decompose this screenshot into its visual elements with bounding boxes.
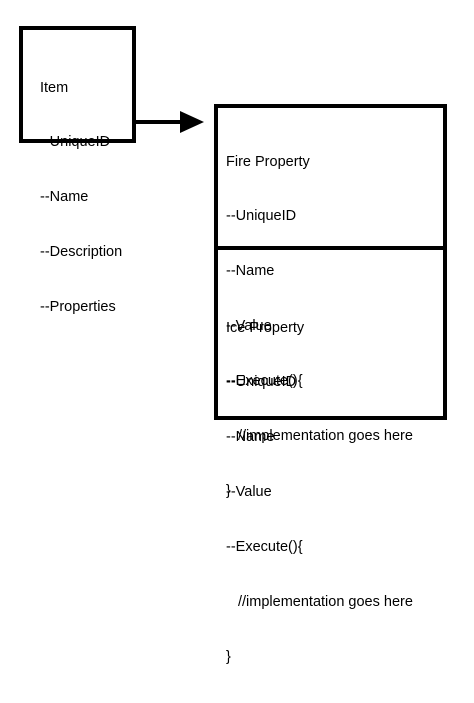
ice-field-uniqueid: --UniqueID xyxy=(226,374,297,391)
ice-field-execute: --Execute(){ xyxy=(226,539,303,556)
item-field-uniqueid: --UniqueID xyxy=(40,134,111,151)
fire-field-name: --Name xyxy=(226,263,275,280)
item-title: Item xyxy=(40,79,69,96)
ice-execute-close: } xyxy=(226,648,231,665)
fire-field-value: --Value xyxy=(226,318,272,335)
fire-field-execute: --Execute(){ xyxy=(226,373,303,390)
properties-arrow xyxy=(136,111,204,133)
item-field-properties: --Properties xyxy=(40,299,116,316)
compartment-divider xyxy=(218,246,443,250)
fire-property-title: Fire Property xyxy=(226,153,310,170)
ice-execute-body: //implementation goes here xyxy=(238,594,413,611)
ice-field-value: --Value xyxy=(226,484,272,501)
fire-field-uniqueid: --UniqueID xyxy=(226,208,297,225)
item-box: Item --UniqueID --Name --Description --P… xyxy=(19,26,136,315)
item-field-name: --Name xyxy=(40,189,89,206)
fire-execute-body: //implementation goes here xyxy=(238,428,413,445)
ice-property-section: Ice Property --UniqueID --Name --Value -… xyxy=(226,282,413,703)
property-container: Fire Property --UniqueID --Name --Value … xyxy=(214,104,447,665)
arrow-head xyxy=(180,111,204,133)
item-field-description: --Description xyxy=(40,244,123,261)
ice-field-name: --Name xyxy=(226,429,275,446)
ice-property-title: Ice Property xyxy=(226,319,305,336)
item-text: Item --UniqueID --Name --Description --P… xyxy=(40,42,122,353)
